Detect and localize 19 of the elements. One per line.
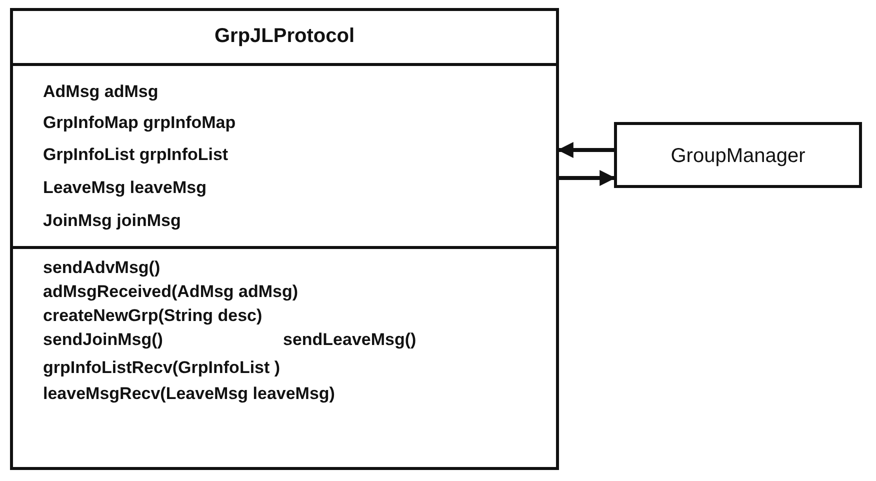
method-text: sendAdvMsg(): [43, 258, 160, 278]
method-text: sendJoinMsg(): [43, 330, 163, 350]
class-box: [614, 122, 862, 188]
class-name: GrpJLProtocol: [213, 25, 356, 48]
method-text: sendLeaveMsg(): [283, 330, 416, 350]
attribute-text: LeaveMsg leaveMsg: [43, 178, 206, 198]
attribute-text: GrpInfoList grpInfoList: [43, 145, 228, 165]
attribute-text: JoinMsg joinMsg: [43, 211, 181, 231]
method-text: createNewGrp(String desc): [43, 306, 262, 326]
method-text: adMsgReceived(AdMsg adMsg): [43, 282, 298, 302]
arrow: [557, 142, 614, 158]
attribute-text: GrpInfoMap grpInfoMap: [43, 113, 236, 133]
class-box: [10, 8, 559, 470]
method-text: leaveMsgRecv(LeaveMsg leaveMsg): [43, 384, 335, 404]
class-name: GroupManager: [670, 145, 806, 168]
method-text: grpInfoListRecv(GrpInfoList ): [43, 358, 280, 378]
arrow: [559, 170, 616, 186]
attribute-compartment: [13, 63, 556, 249]
attribute-text: AdMsg adMsg: [43, 82, 158, 102]
